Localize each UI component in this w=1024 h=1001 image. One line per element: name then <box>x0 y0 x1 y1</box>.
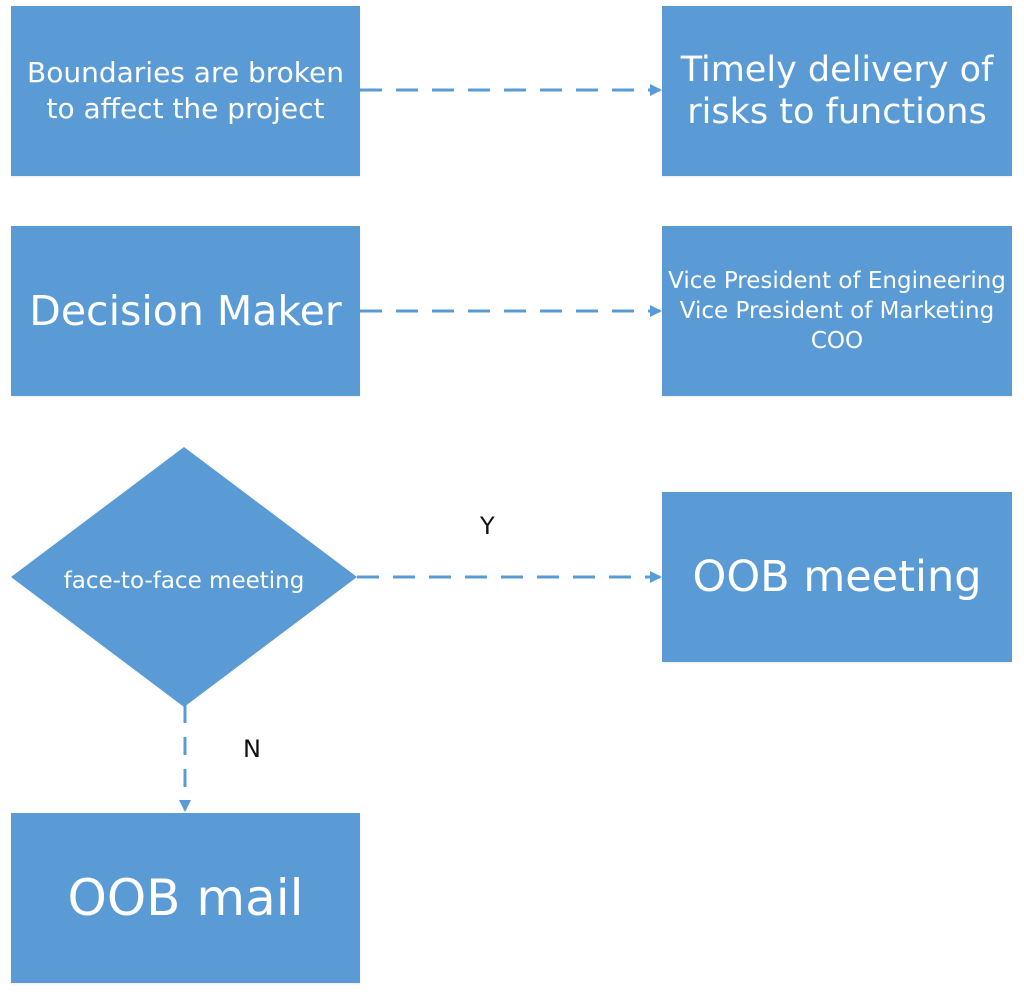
node-roles-label: Vice President of Engineering Vice Presi… <box>668 268 1006 354</box>
node-timely-delivery: Timely delivery of risks to functions <box>662 6 1012 176</box>
decision-diamond-label: face-to-face meeting <box>63 568 305 594</box>
node-decision-maker: Decision Maker <box>11 226 360 396</box>
node-boundaries-broken: Boundaries are broken to affect the proj… <box>11 6 360 176</box>
node-boundaries-broken-label: Boundaries are broken to affect the proj… <box>27 56 344 125</box>
no-branch-label: N <box>243 735 261 763</box>
node-roles: Vice President of Engineering Vice Presi… <box>662 226 1012 396</box>
node-oob-mail: OOB mail <box>11 813 360 983</box>
yes-branch-label: Y <box>480 512 495 540</box>
node-timely-delivery-label: Timely delivery of risks to functions <box>680 50 994 132</box>
node-decision-maker-label: Decision Maker <box>29 287 342 335</box>
node-oob-mail-label: OOB mail <box>67 869 304 927</box>
node-oob-meeting: OOB meeting <box>662 492 1012 662</box>
decision-diamond <box>11 447 357 707</box>
node-oob-meeting-label: OOB meeting <box>692 552 982 602</box>
